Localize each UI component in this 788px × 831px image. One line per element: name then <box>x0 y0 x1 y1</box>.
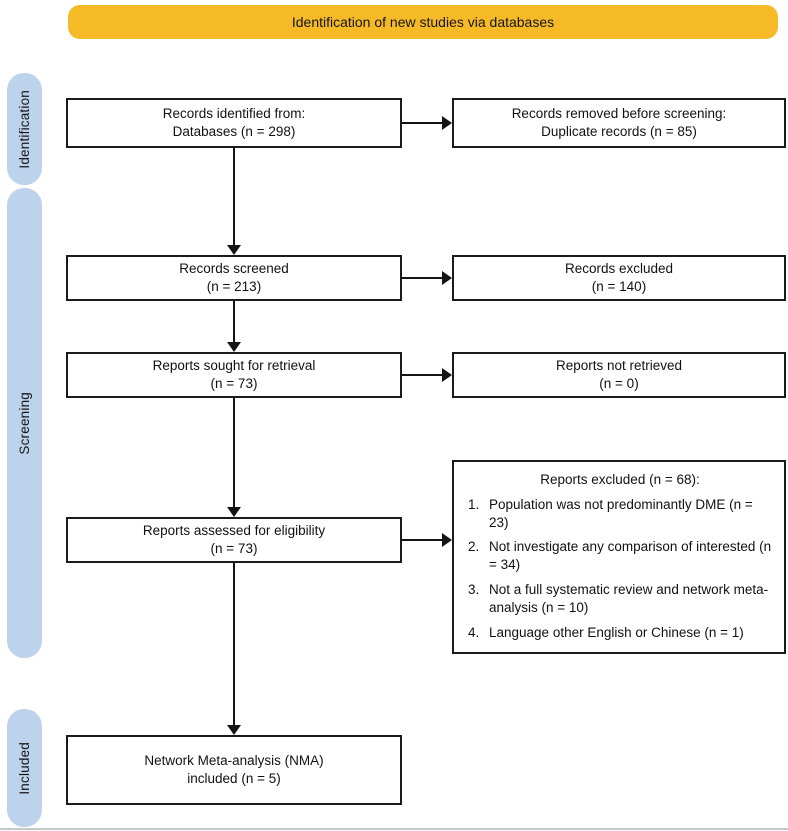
box-reports-excluded-reasons: Reports excluded (n = 68): 1. Population… <box>452 460 786 654</box>
arrow-down-2-shaft <box>233 301 235 342</box>
box-line: (n = 73) <box>210 541 258 556</box>
reason-number: 4. <box>468 624 480 640</box>
box-nma-included: Network Meta-analysis (NMA) included (n … <box>66 735 402 805</box>
arrow-right-1-head <box>442 116 452 130</box>
stage-pill-screening: Screening <box>7 188 42 658</box>
box-line: Duplicate records (n = 85) <box>541 124 697 139</box>
arrow-right-3-shaft <box>402 374 443 376</box>
box-line: Reports assessed for eligibility <box>142 523 326 539</box>
stage-label-identification: Identification <box>17 89 32 169</box>
box-line: Records identified from: <box>162 106 306 122</box>
arrow-down-4-head <box>227 725 241 735</box>
arrow-right-2-shaft <box>402 277 443 279</box>
exclusion-reason-2: 2. Not investigate any comparison of int… <box>468 538 772 574</box>
box-line: Databases (n = 298) <box>172 124 296 139</box>
reason-text: Not a full systematic review and network… <box>489 582 769 615</box>
banner-label: Identification of new studies via databa… <box>291 14 555 30</box>
box-line: Reports not retrieved <box>555 358 683 374</box>
arrow-down-1-head <box>227 245 241 255</box>
reason-number: 1. <box>468 496 480 512</box>
box-line: Reports sought for retrieval <box>152 358 316 374</box>
arrow-down-1-shaft <box>233 148 235 245</box>
stage-pill-identification: Identification <box>7 73 42 185</box>
box-line: (n = 140) <box>591 279 647 294</box>
banner-identification-via-databases: Identification of new studies via databa… <box>68 5 778 39</box>
box-line: Records excluded <box>564 261 674 277</box>
box-line: Records screened <box>179 261 289 277</box>
arrow-right-4-shaft <box>402 539 443 541</box>
arrow-right-4-head <box>442 533 452 547</box>
arrow-right-1-shaft <box>402 122 443 124</box>
box-records-removed-before-screening: Records removed before screening: Duplic… <box>452 98 786 148</box>
arrow-down-3-shaft <box>233 398 235 507</box>
box-line: included (n = 5) <box>187 771 281 786</box>
reason-text: Population was not predominantly DME (n … <box>489 496 753 530</box>
box-line: (n = 0) <box>599 376 639 391</box>
box-reports-not-retrieved: Reports not retrieved (n = 0) <box>452 352 786 398</box>
box-line: Network Meta-analysis (NMA) <box>144 753 324 769</box>
reason-text: Not investigate any comparison of intere… <box>489 539 772 573</box>
box-line: Records removed before screening: <box>511 106 727 122</box>
box-line: (n = 73) <box>210 376 258 391</box>
stage-label-included: Included <box>17 741 32 795</box>
reports-excluded-title: Reports excluded (n = 68): <box>540 472 700 487</box>
arrow-down-3-head <box>227 507 241 517</box>
reason-text: Language other English or Chinese (n = 1… <box>489 624 744 640</box>
stage-label-screening: Screening <box>17 391 32 455</box>
arrow-down-4-shaft <box>233 563 235 725</box>
box-reports-assessed-for-eligibility: Reports assessed for eligibility (n = 73… <box>66 517 402 563</box>
arrow-right-2-head <box>442 271 452 285</box>
box-line: (n = 213) <box>206 279 262 294</box>
box-records-screened: Records screened (n = 213) <box>66 255 402 301</box>
exclusion-reason-3: 3. Not a full systematic review and netw… <box>468 581 772 617</box>
arrow-right-3-head <box>442 368 452 382</box>
image-bottom-edge-line <box>0 828 788 830</box>
exclusion-reason-4: 4. Language other English or Chinese (n … <box>468 624 772 642</box>
arrow-down-2-head <box>227 342 241 352</box>
box-reports-sought-for-retrieval: Reports sought for retrieval (n = 73) <box>66 352 402 398</box>
reason-number: 3. <box>468 582 480 598</box>
exclusion-reason-1: 1. Population was not predominantly DME … <box>468 496 772 532</box>
stage-pill-included: Included <box>7 709 42 827</box>
box-records-excluded: Records excluded (n = 140) <box>452 255 786 301</box>
reason-number: 2. <box>468 539 480 555</box>
box-records-identified: Records identified from: Databases (n = … <box>66 98 402 148</box>
